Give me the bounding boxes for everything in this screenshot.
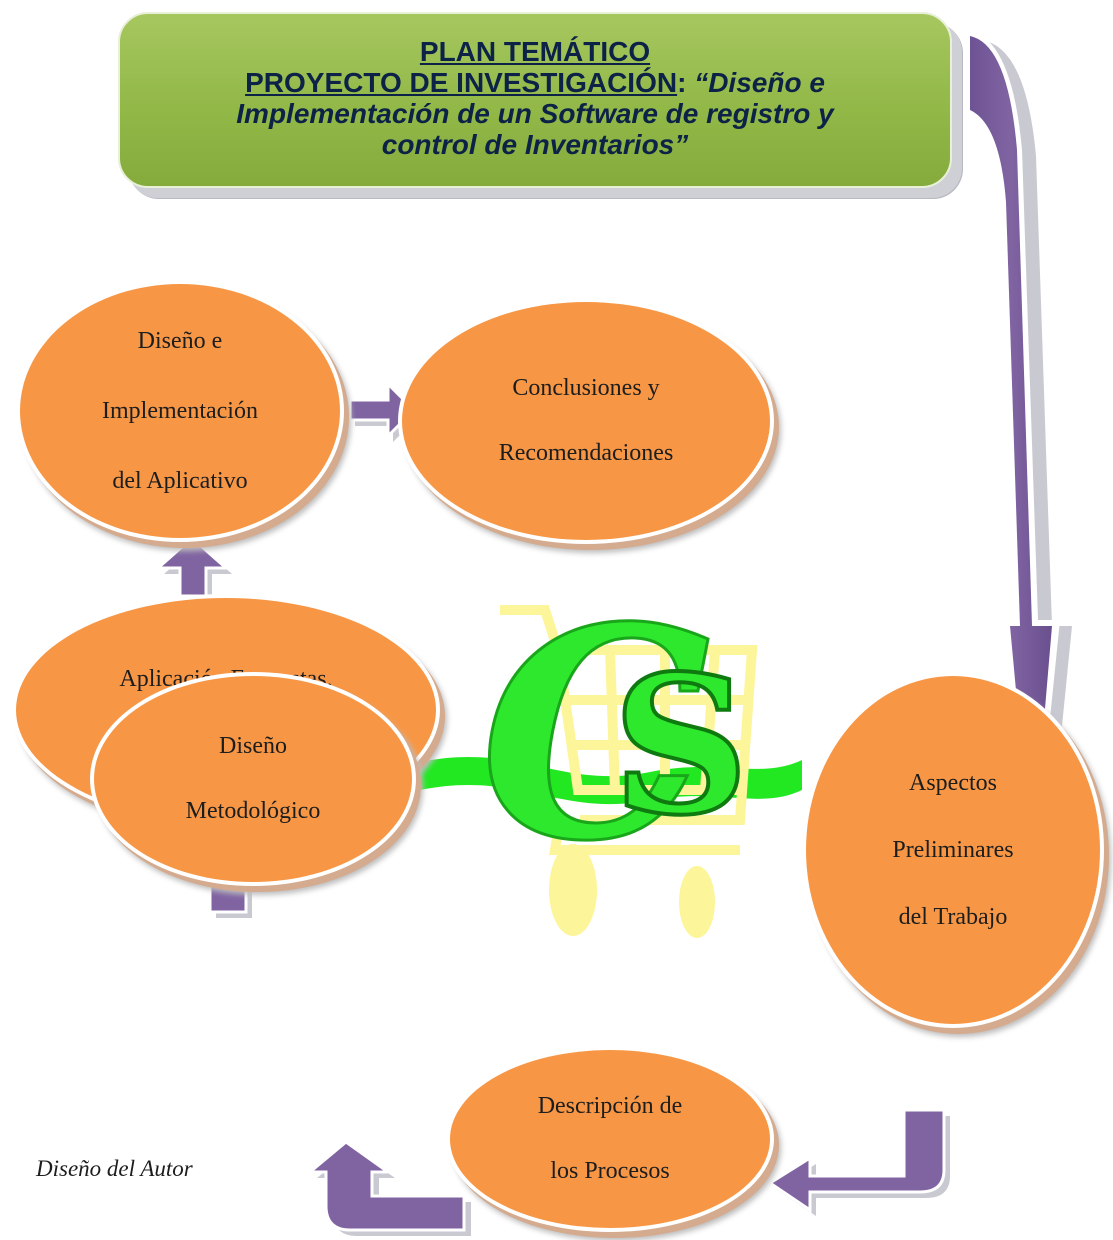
node-diseno-implementacion: Diseño e Implementación del Aplicativo [20,284,340,538]
author-caption: Diseño del Autor [36,1156,193,1181]
flow-arrow-descripcion-to-metodologico [305,1140,471,1236]
logo-letter-s: S [612,634,749,857]
node-line: Metodológico [185,798,321,824]
title-project-name-middle: Implementación de un Software de registr… [236,98,834,129]
node-aspectos-preliminares: Aspectos Preliminares del Trabajo [806,676,1100,1024]
title-line-project: PROYECTO DE INVESTIGACIÓN: “Diseño e [120,67,950,98]
node-line: Diseño [219,733,287,759]
title-project-label: PROYECTO DE INVESTIGACIÓN [245,67,678,98]
logo-letter-c: C [480,565,711,905]
node-line: Preliminares [892,836,1014,863]
cart-wheel-left [549,844,597,936]
title-project-name-end: control de Inventarios” [381,129,689,160]
node-line: Diseño e [137,328,223,354]
flow-arrow-encuestas-to-implementacion [154,535,232,602]
cart-wheel-right [679,866,715,938]
node-line: Conclusiones y [512,375,660,401]
node-diseno-metodologico: Diseño Metodológico [94,676,412,882]
title-banner: PLAN TEMÁTICO PROYECTO DE INVESTIGACIÓN:… [118,12,952,188]
node-line: Aspectos [909,769,997,796]
flow-arrow-title-to-aspectos [968,30,1072,886]
node-line: del Trabajo [898,903,1008,930]
title-project-name-start: “Diseño e [694,67,825,98]
cart-icon [500,605,758,855]
flow-arrow-aspectos-to-descripcion [767,1108,950,1216]
node-descripcion-procesos: Descripción de los Procesos [450,1050,770,1228]
node-conclusiones: Conclusiones y Recomendaciones [402,302,770,540]
title-line-plan: PLAN TEMÁTICO [419,36,651,67]
node-line: Implementación [102,398,258,424]
cs-cart-logo: C S [479,564,758,938]
node-line: del Aplicativo [112,468,248,494]
node-line: Descripción de [537,1093,683,1119]
node-line: Recomendaciones [498,440,674,466]
title-colon: : [677,67,687,98]
node-line: los Procesos [550,1158,670,1184]
